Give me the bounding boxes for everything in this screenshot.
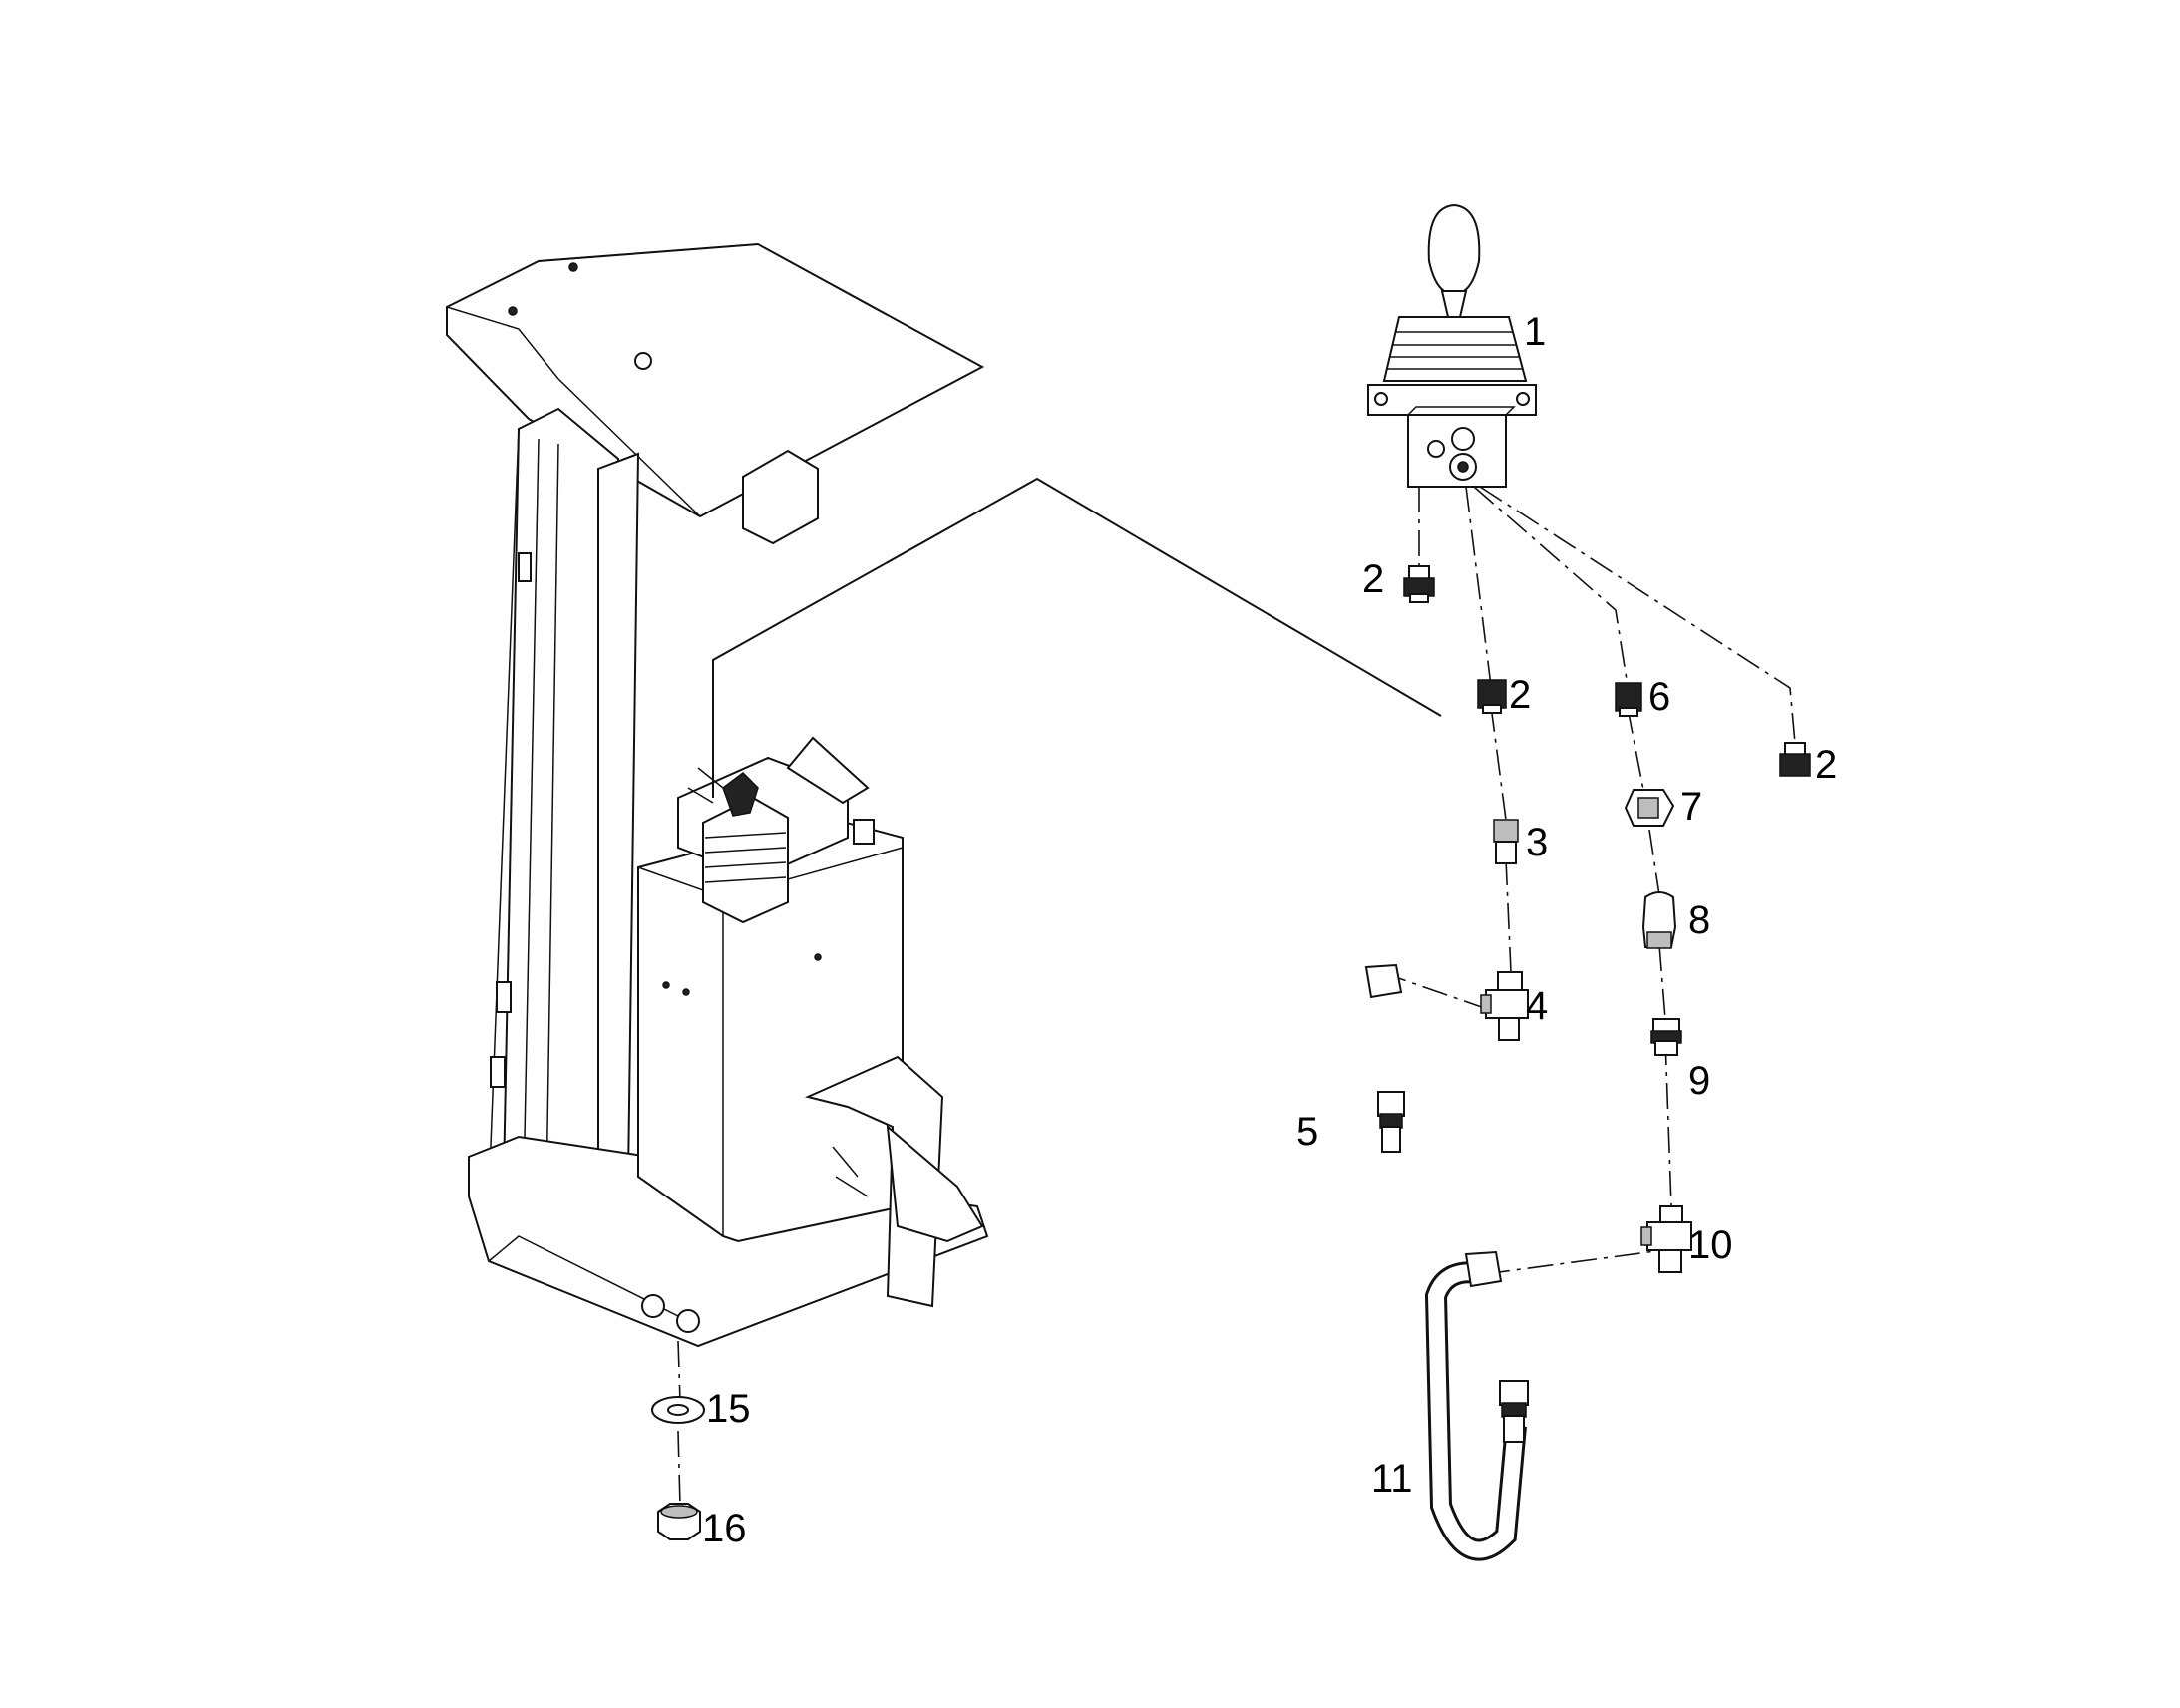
callout-3: 3 — [1526, 821, 1548, 864]
callout-11: 11 — [1371, 1457, 1413, 1501]
joystick-valve — [1367, 203, 1537, 488]
callout-9: 9 — [1688, 1059, 1710, 1103]
hose-11 — [1424, 1250, 1529, 1561]
washer-15 — [651, 1396, 705, 1424]
fitting-2b — [1477, 679, 1507, 714]
callout-2b: 2 — [1509, 673, 1531, 717]
callout-2c: 2 — [1815, 743, 1837, 787]
fitting-8 — [1641, 891, 1677, 949]
fitting-9 — [1650, 1018, 1682, 1056]
fitting-6 — [1615, 682, 1642, 717]
callout-labels: 1 2 2 2 3 4 5 6 7 8 9 10 11 15 16 — [702, 310, 1837, 1550]
callout-7: 7 — [1680, 785, 1702, 829]
callout-15: 15 — [706, 1387, 751, 1431]
tee-fitting-4 — [1480, 971, 1529, 1041]
callout-6: 6 — [1648, 675, 1670, 719]
callout-8: 8 — [1688, 898, 1710, 942]
callout-2a: 2 — [1362, 557, 1384, 601]
callout-4: 4 — [1526, 984, 1548, 1028]
nut-16 — [657, 1503, 701, 1540]
fitting-3 — [1493, 819, 1519, 864]
callout-16: 16 — [702, 1507, 747, 1550]
callout-5: 5 — [1296, 1110, 1318, 1154]
control-tower-assembly — [446, 242, 989, 1348]
callout-1: 1 — [1524, 310, 1546, 354]
connection-lines — [677, 486, 1796, 1507]
fitting-2c — [1779, 742, 1811, 777]
fitting-7 — [1624, 789, 1675, 827]
tee-fitting-10 — [1640, 1205, 1692, 1273]
leader-line — [712, 477, 1442, 798]
fitting-2a — [1403, 565, 1435, 603]
callout-10: 10 — [1688, 1223, 1733, 1267]
hose-5 — [1327, 963, 1405, 1256]
